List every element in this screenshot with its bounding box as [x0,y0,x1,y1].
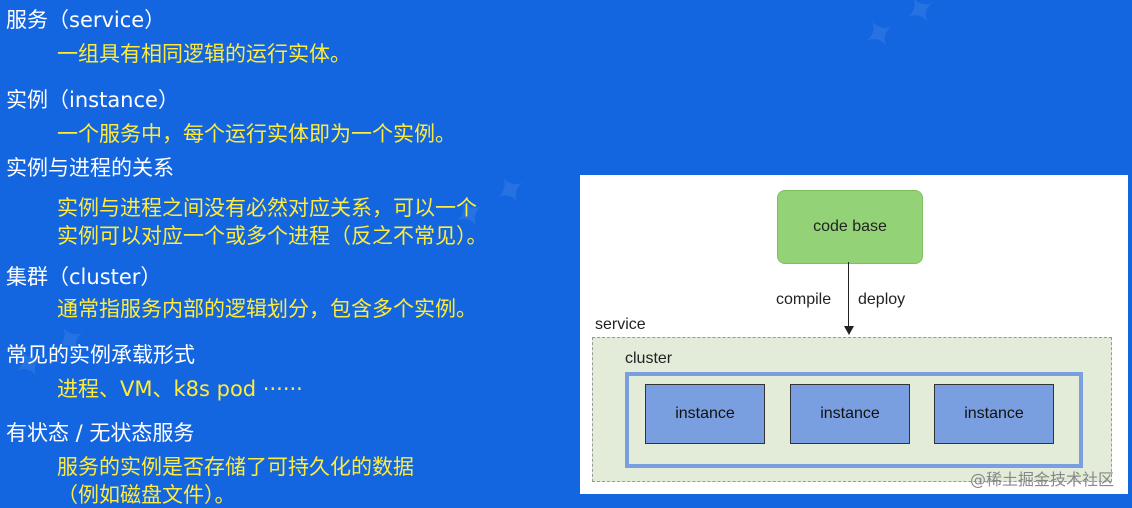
heading-service: 服务（service） [6,8,166,32]
desc-cluster: 通常指服务内部的逻辑划分，包含多个实例。 [57,297,477,321]
heading-instance: 实例（instance） [6,88,179,112]
heading-instance-process: 实例与进程的关系 [6,156,174,180]
desc-stateful-1: 服务的实例是否存储了可持久化的数据 [57,455,414,479]
diagram-panel: code base compile deploy service cluster… [580,175,1128,494]
heading-carrier: 常见的实例承载形式 [6,343,195,367]
heading-stateful: 有状态 / 无状态服务 [6,421,195,445]
heading-cluster: 集群（cluster） [6,265,162,289]
compile-label: compile [776,291,832,308]
cluster-box [625,372,1083,468]
code-base-box: code base [777,190,923,264]
desc-instance-process-1: 实例与进程之间没有必然对应关系，可以一个 [57,196,477,220]
desc-service: 一组具有相同逻辑的运行实体。 [57,42,351,66]
service-label: service [595,316,646,333]
credit-watermark: @稀土掘金技术社区 [969,470,1114,489]
deploy-label: deploy [858,291,906,308]
instance-box-2: instance [790,384,910,444]
watermark-decoration: ✦ ✦ [853,0,948,64]
deploy-arrow-line [848,262,849,328]
deploy-arrow-head [844,326,854,335]
instance-box-3: instance [934,384,1054,444]
cluster-label: cluster [625,350,673,367]
instance-box-1: instance [645,384,765,444]
desc-stateful-2: （例如磁盘文件）。 [57,483,236,507]
desc-instance: 一个服务中，每个运行实体即为一个实例。 [57,122,456,146]
desc-instance-process-2: 实例可以对应一个或多个进程（反之不常见）。 [57,224,488,248]
desc-carrier: 进程、VM、k8s pod ······ [57,377,303,401]
